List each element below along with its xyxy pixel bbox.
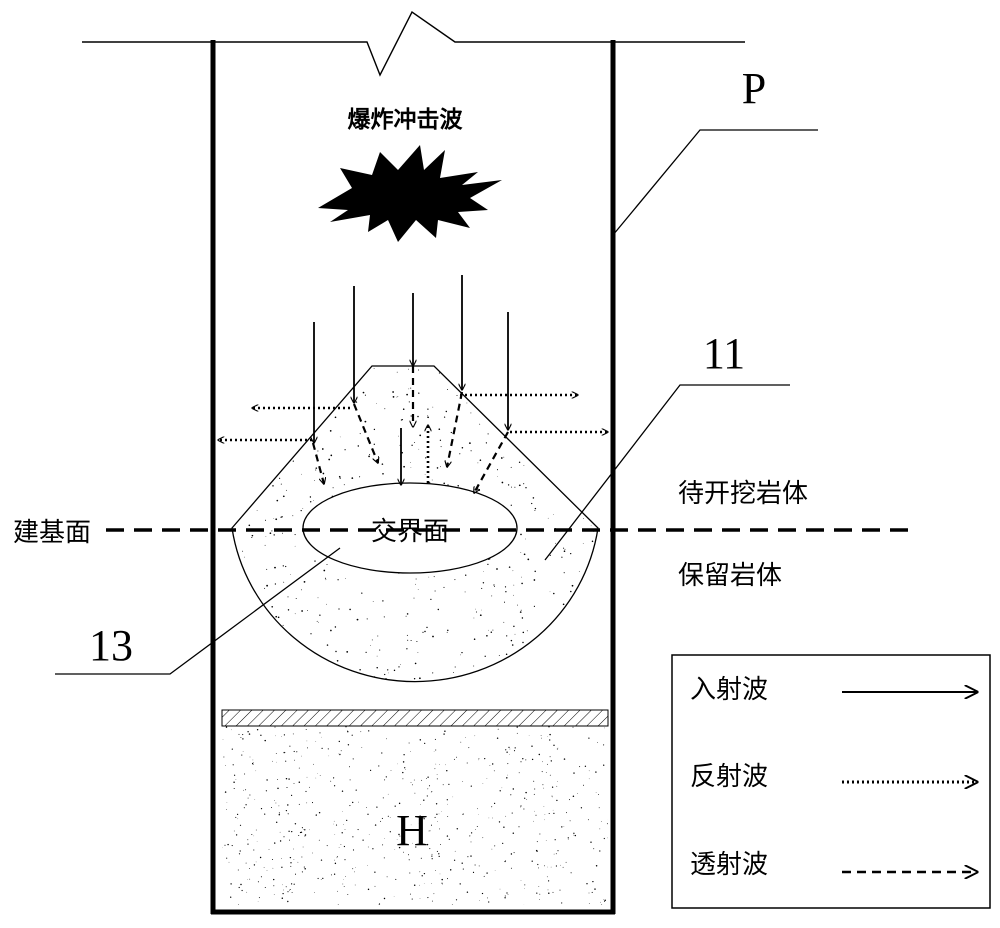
H-label: H <box>396 806 428 855</box>
transmitted-arrow <box>352 403 378 463</box>
P-label: P <box>742 64 766 113</box>
ground-break-line <box>82 10 745 77</box>
leader-P <box>612 129 818 236</box>
label-13: 13 <box>89 621 133 670</box>
label-11: 11 <box>703 329 745 378</box>
leader-13 <box>55 547 341 675</box>
retained-label: 保留岩体 <box>678 561 782 590</box>
to-excavate-label: 待开挖岩体 <box>678 479 808 508</box>
leader-11 <box>544 384 790 561</box>
explosion-icon <box>318 145 502 242</box>
incident-waves <box>314 275 508 485</box>
interface-ellipse <box>302 482 518 574</box>
transmitted-waves <box>311 366 509 493</box>
base-rock-texture <box>222 725 608 905</box>
interface-label: 交界面 <box>371 517 449 546</box>
foundation-label: 建基面 <box>13 518 91 547</box>
reflected-waves <box>218 395 608 483</box>
legend: 入射波 反射波 透射波 <box>671 654 991 909</box>
explosion-label: 爆炸冲击波 <box>348 106 464 133</box>
transmitted-arrow <box>447 391 464 467</box>
hatched-band <box>221 709 609 727</box>
legend-label-transmitted: 透射波 <box>690 850 768 879</box>
legend-label-reflected: 反射波 <box>690 762 768 791</box>
legend-label-incident: 入射波 <box>690 675 768 704</box>
